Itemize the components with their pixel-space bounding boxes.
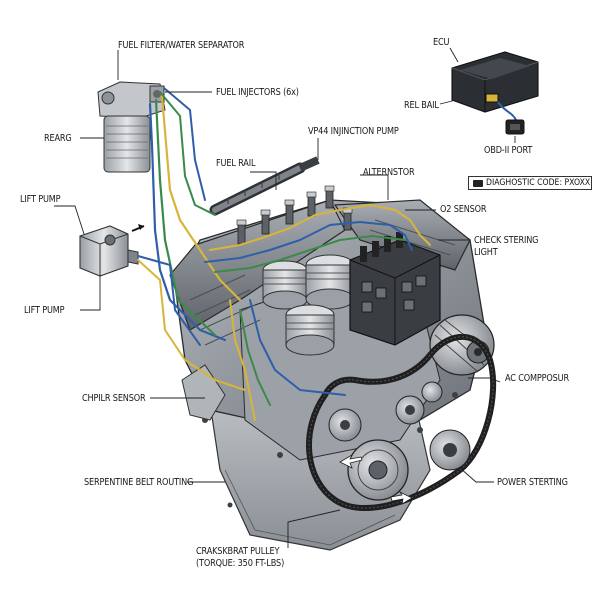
label-fuel-injectors: FUEL INJECTORS (6x) [216, 87, 299, 98]
fuel-rail [209, 156, 320, 216]
pistons [262, 254, 355, 356]
fuel-filter [97, 81, 166, 173]
label-ac-compressor: AC COMPPOSUR [505, 373, 570, 384]
label-rearg: REARG [44, 133, 72, 144]
ecu-module [451, 51, 539, 113]
label-lift-pump-bottom: LIFT PUMP [24, 305, 65, 316]
label-check-steering-light: LIGHT [474, 247, 498, 258]
fuel-injectors [236, 185, 353, 245]
label-obd-port: OBD-II PORT [484, 145, 533, 156]
label-power-steering: POWER STERTING [497, 477, 568, 488]
label-check-steering: CHECK STERING [474, 235, 539, 246]
leader-lines [54, 47, 516, 548]
label-chpilr-sensor: CHPILR SENSOR [82, 393, 146, 404]
label-crankshaft-torque: (TORQUE: 350 FT-LBS) [196, 558, 285, 569]
label-rel-bail: REL BAIL [404, 100, 439, 111]
pulleys [328, 381, 471, 501]
serpentine-belt [306, 333, 497, 511]
fuel-lines [137, 87, 431, 421]
label-vp44-pump: VP44 INJINCTION PUMP [308, 126, 399, 137]
obd-connector [505, 119, 525, 135]
diagnostic-code-text: DIAGHOSTIC CODE: PXOXX [486, 178, 591, 188]
label-serpentine-belt: SERPENTINE BELT ROUTING [84, 477, 194, 488]
label-ecu: ECU [433, 37, 450, 48]
label-lift-pump-top: LIFT PUMP [20, 194, 61, 205]
label-o2-sensor: O2 SENSOR [440, 204, 487, 215]
label-fuel-rail: FUEL RAIL [216, 158, 256, 169]
injection-pump [349, 232, 441, 346]
belt-direction-arrows [339, 453, 413, 505]
label-alternator: ALTERNSTOR [363, 167, 415, 178]
lift-pump [79, 224, 145, 277]
diagnostic-code-box: DIAGHOSTIC CODE: PXOXX [468, 176, 592, 190]
battery-icon [473, 179, 483, 187]
label-crankshaft-pulley: CRAKSKBRAT PULLEY [196, 546, 280, 557]
ecu-wire [497, 101, 517, 121]
label-fuel-filter: FUEL FILTER/WATER SEPARATOR [118, 40, 245, 51]
